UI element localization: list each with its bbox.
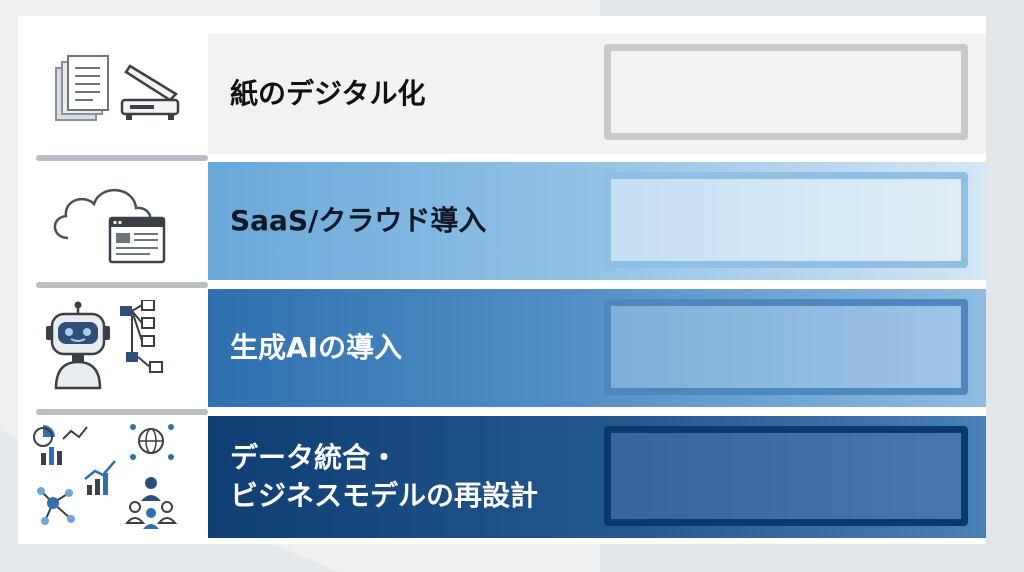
icon-group [18,416,208,538]
row-generative-ai: 生成AIの導入 [18,289,986,407]
row-divider [36,282,208,288]
documents-icon [55,55,109,121]
row-label: データ統合・ ビジネスモデルの再設計 [230,416,538,538]
icon-group [18,34,208,154]
row-paper-digitization: 紙のデジタル化 [18,34,986,154]
network-icon [37,487,75,525]
icon-group [18,162,208,280]
row-saas-cloud: SaaS/クラウド導入 [18,162,986,280]
chart-icon [33,425,116,495]
placeholder-box [604,44,968,140]
row-band: データ統合・ ビジネスモデルの再設計 [208,416,986,538]
row-divider [36,409,208,415]
row-label-line: 生成AIの導入 [230,331,403,365]
row-label: SaaS/クラウド導入 [230,162,486,280]
workflow-icon [120,300,163,373]
row-band: 紙のデジタル化 [208,34,986,154]
row-label-line: 紙のデジタル化 [230,77,426,111]
placeholder-box [604,172,968,268]
browser-window-icon [108,216,166,264]
row-label-line: データ統合・ [230,441,399,475]
scanner-icon [120,64,180,120]
row-data-integration: データ統合・ ビジネスモデルの再設計 [18,416,986,538]
placeholder-box [604,426,968,526]
diagram-card: 紙のデジタル化 [18,16,986,544]
row-band: 生成AIの導入 [208,289,986,407]
row-divider [36,155,208,161]
row-label: 紙のデジタル化 [230,34,425,154]
row-label-line: ビジネスモデルの再設計 [230,479,539,512]
row-label: 生成AIの導入 [230,289,402,407]
icon-group [18,289,208,407]
row-band: SaaS/クラウド導入 [208,162,986,280]
globe-network-icon [130,424,174,460]
row-label-line: SaaS/クラウド導入 [230,204,487,238]
placeholder-box [604,299,968,395]
people-icon [124,477,178,529]
robot-icon [46,301,110,390]
